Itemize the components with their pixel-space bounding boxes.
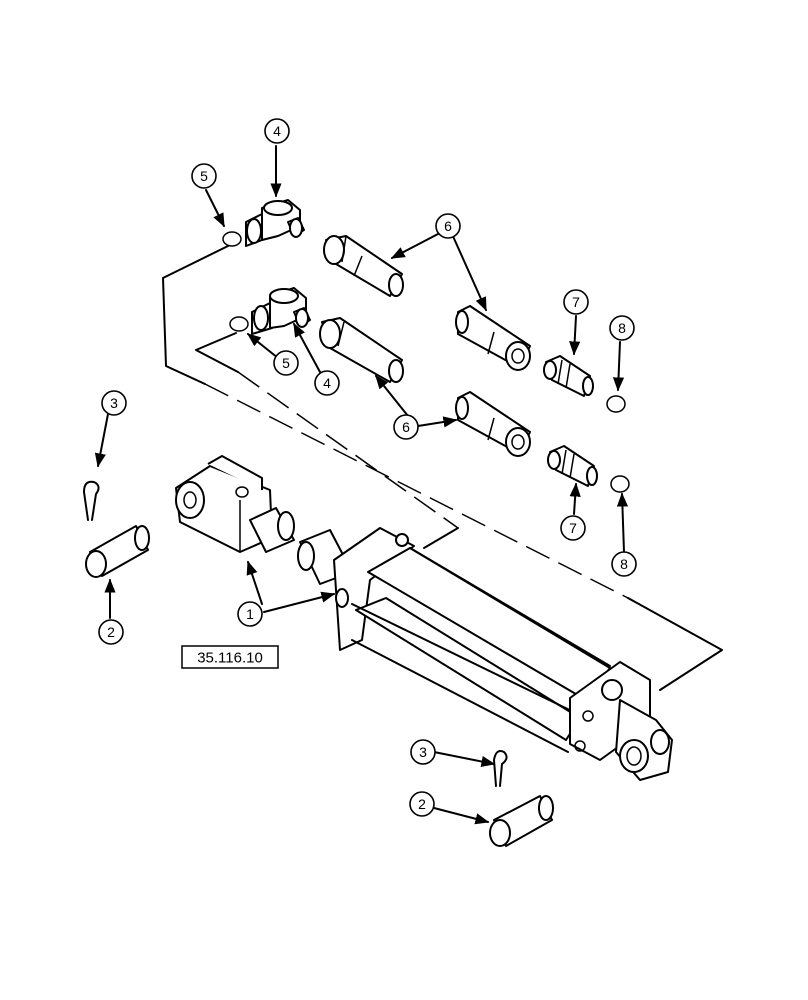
hose-end-lower-left: [319, 317, 404, 383]
o-ring-middle: [229, 316, 249, 332]
callout-6-top[interactable]: 6: [435, 213, 461, 239]
hose-routing-lines: [162, 245, 723, 691]
svg-text:4: 4: [323, 375, 331, 391]
callout-7-top[interactable]: 7: [563, 289, 589, 315]
pin-left: [85, 525, 150, 578]
callout-6-middle[interactable]: 6: [393, 414, 419, 440]
svg-text:8: 8: [618, 320, 626, 336]
callout-4-middle[interactable]: 4: [314, 370, 340, 396]
o-ring-top: [222, 231, 242, 247]
callout-4-top[interactable]: 4: [264, 118, 290, 144]
svg-text:2: 2: [107, 624, 115, 640]
adapter-upper: [543, 355, 594, 397]
elbow-fitting-top: [245, 199, 305, 247]
hose-end-lower-right: [455, 391, 531, 457]
callout-3-left[interactable]: 3: [101, 390, 127, 416]
callout-3-bottom[interactable]: 3: [410, 739, 436, 765]
callout-2-bottom[interactable]: 2: [409, 791, 435, 817]
svg-text:7: 7: [569, 520, 577, 536]
svg-text:3: 3: [110, 395, 118, 411]
svg-text:6: 6: [444, 218, 452, 234]
pin-bottom: [489, 795, 554, 847]
callout-5-middle[interactable]: 5: [273, 350, 299, 376]
callout-8-top[interactable]: 8: [609, 315, 635, 341]
elbow-fitting-middle: [251, 287, 311, 335]
adapter-lower: [547, 445, 598, 487]
hydraulic-cylinder: [175, 455, 673, 781]
callout-8-bottom[interactable]: 8: [611, 551, 637, 577]
svg-text:8: 8: [620, 556, 628, 572]
reference-box-label: 35.116.10: [197, 650, 263, 667]
svg-text:5: 5: [200, 168, 208, 184]
hose-end-upper-left: [323, 235, 404, 297]
svg-text:1: 1: [246, 606, 254, 622]
leader-lines: [94, 145, 629, 825]
callout-2-left[interactable]: 2: [98, 619, 124, 645]
callout-7-bottom[interactable]: 7: [560, 515, 586, 541]
callout-1[interactable]: 1: [237, 601, 263, 627]
svg-text:7: 7: [572, 294, 580, 310]
svg-text:4: 4: [273, 123, 281, 139]
svg-text:6: 6: [402, 419, 410, 435]
svg-text:5: 5: [282, 355, 290, 371]
callout-5-top[interactable]: 5: [191, 163, 217, 189]
o-ring-right-upper: [606, 395, 626, 413]
cotter-pin-left: [83, 480, 100, 521]
callouts: 4 5 6 7 8 5 4 6: [98, 118, 637, 817]
hose-end-upper-right: [455, 305, 531, 371]
svg-text:3: 3: [419, 744, 427, 760]
reference-box[interactable]: 35.116.10: [181, 645, 279, 669]
svg-text:2: 2: [418, 796, 426, 812]
o-ring-right-lower: [610, 475, 630, 493]
cotter-pin-bottom: [493, 750, 508, 787]
